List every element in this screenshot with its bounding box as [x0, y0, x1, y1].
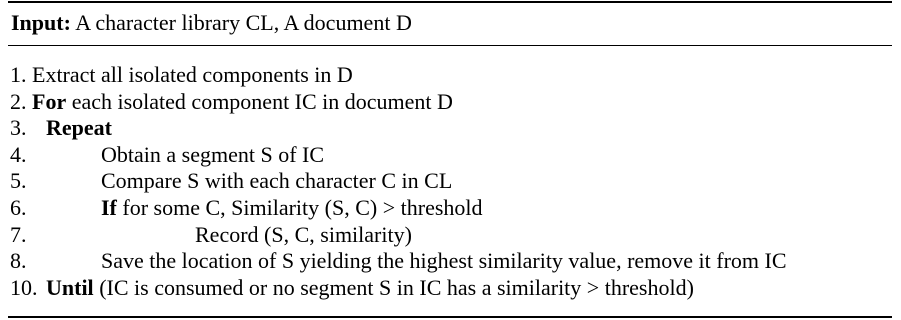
bottom-rule — [8, 316, 892, 318]
step-body: Record (S, C, similarity) — [195, 222, 412, 248]
step-number: 5. — [10, 168, 27, 194]
step-number: 3. — [10, 115, 27, 141]
step-number: 2. — [10, 88, 27, 114]
step-text: for some C, Similarity (S, C) > threshol… — [116, 195, 483, 220]
step-body: If for some C, Similarity (S, C) > thres… — [101, 195, 483, 221]
step-body: 1. Extract all isolated components in D — [10, 62, 353, 88]
step-text: Save the location of S yielding the high… — [101, 248, 787, 274]
step-body: Save the location of S yielding the high… — [101, 248, 787, 274]
step-number: 10. — [10, 274, 38, 300]
input-line: Input: A character library CL, A documen… — [11, 10, 412, 36]
step-body: Until (IC is consumed or no segment S in… — [46, 275, 694, 301]
step-body: Compare S with each character C in CL — [101, 168, 452, 194]
algorithm-box: Input: A character library CL, A documen… — [8, 0, 892, 318]
step-text: Compare S with each character C in CL — [101, 168, 453, 194]
input-text: A character library CL, A document D — [70, 10, 412, 35]
step-text: (IC is consumed or no segment S in IC ha… — [93, 274, 694, 300]
step-text: Obtain a segment S of IC — [101, 141, 325, 167]
input-keyword: Input: — [11, 10, 71, 35]
step-keyword: Repeat — [46, 115, 112, 141]
step-number: 8. — [10, 248, 27, 274]
step-number: 1. — [10, 62, 27, 87]
step-keyword: Until — [46, 274, 94, 300]
step-number: 6. — [10, 195, 27, 220]
step-keyword: If — [101, 195, 117, 220]
step-body: 2. For each isolated component IC in doc… — [10, 89, 453, 115]
step-text: Extract all isolated components in D — [32, 62, 353, 87]
step-keyword: For — [32, 88, 67, 114]
step-number: 7. — [10, 221, 27, 247]
step-body: Repeat — [46, 115, 112, 141]
step-body: Obtain a segment S of IC — [101, 142, 324, 168]
step-text: each isolated component IC in document D — [66, 88, 453, 114]
top-rule — [8, 1, 892, 3]
header-rule — [8, 45, 892, 46]
step-text: Record (S, C, similarity) — [195, 221, 412, 247]
step-number: 4. — [10, 141, 27, 167]
